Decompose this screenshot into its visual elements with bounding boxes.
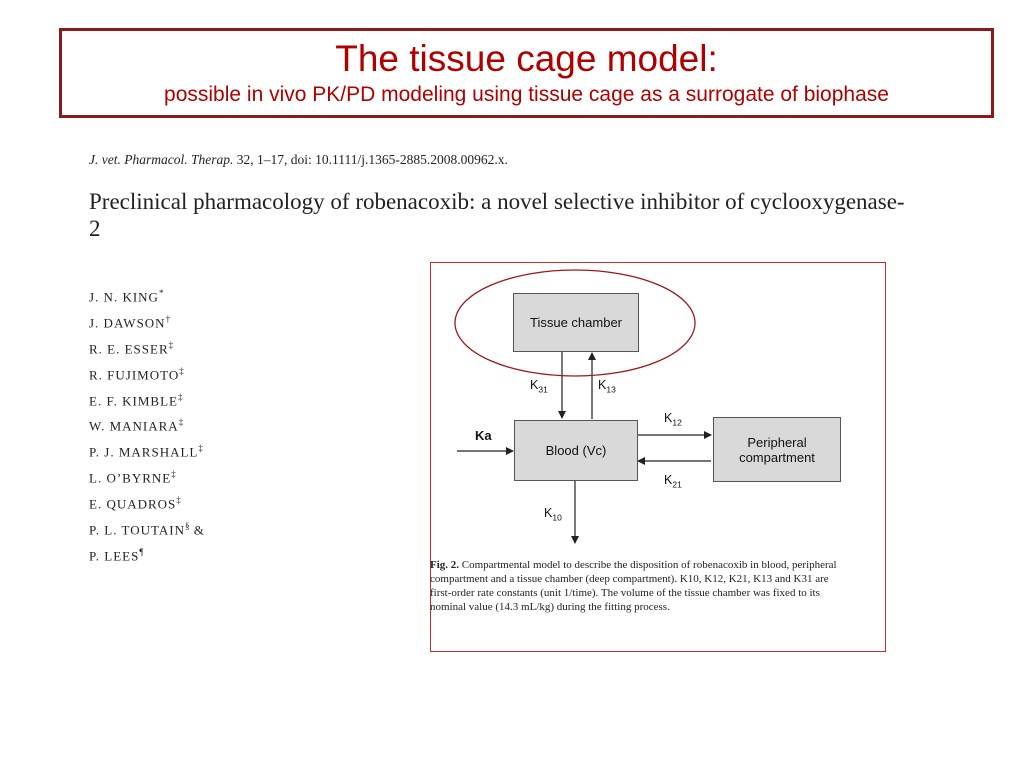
author-mark: † (165, 313, 171, 324)
author: J. DAWSON† (89, 309, 205, 335)
blood-node: Blood (Vc) (514, 420, 638, 481)
author-mark: ‡ (171, 469, 176, 480)
tissue-chamber-node: Tissue chamber (513, 293, 639, 352)
author-name: L. O’BYRNE (89, 470, 172, 486)
author-name: J. DAWSON (89, 315, 166, 331)
author-list: J. N. KING* J. DAWSON† R. E. ESSER‡ R. F… (89, 283, 205, 568)
peripheral-label: Peripheral compartment (739, 434, 815, 465)
compartment-model-figure: Tissue chamber Blood (Vc) Peripheral com… (430, 262, 886, 652)
author-name: P. LEES (89, 548, 140, 564)
journal-citation: J. vet. Pharmacol. Therap. 32, 1–17, doi… (89, 152, 508, 168)
author-mark: ¶ (139, 546, 144, 557)
author-mark: ‡ (198, 443, 203, 454)
caption-label: Fig. 2. (430, 559, 460, 571)
author: P. J. MARSHALL‡ (89, 438, 205, 464)
tissue-highlight-ellipse (454, 269, 696, 377)
slide-title: The tissue cage model: (335, 38, 718, 79)
author: R. E. ESSER‡ (89, 335, 205, 361)
author-mark: ‡ (179, 365, 184, 376)
author-name: R. FUJIMOTO (89, 367, 180, 382)
author-mark: ‡ (168, 339, 174, 350)
slide-title-box: The tissue cage model: possible in vivo … (59, 28, 994, 118)
author: L. O’BYRNE‡ (89, 464, 205, 490)
k10-label: K10 (544, 506, 562, 523)
author: E. QUADROS‡ (89, 490, 205, 516)
author-mark: § (184, 521, 190, 532)
blood-label: Blood (Vc) (545, 443, 607, 458)
author-name: E. F. KIMBLE (89, 392, 178, 408)
author-suffix: & (189, 522, 205, 538)
tissue-chamber-label: Tissue chamber (530, 315, 622, 330)
author: W. MANIARA‡ (89, 412, 205, 438)
author-name: W. MANIARA (89, 418, 179, 434)
author: E. F. KIMBLE‡ (89, 387, 205, 413)
author-name: J. N. KING (89, 289, 159, 305)
citation-details: 32, 1–17, doi: 10.1111/j.1365-2885.2008.… (236, 152, 508, 167)
slide-subtitle: possible in vivo PK/PD modeling using ti… (164, 83, 889, 106)
k31-label: K31 (530, 378, 548, 395)
paper-title: Preclinical pharmacology of robenacoxib:… (89, 189, 905, 241)
author-name: P. J. MARSHALL (89, 444, 199, 460)
author-name: P. L. TOUTAIN (89, 522, 185, 538)
author-name: E. QUADROS (89, 496, 177, 512)
figure-caption: Fig. 2. Compartmental model to describe … (430, 558, 848, 614)
ka-label: Ka (475, 428, 492, 443)
journal-name: J. vet. Pharmacol. Therap. (89, 152, 234, 167)
author-mark: * (158, 288, 164, 298)
author: P. LEES¶ (89, 542, 205, 568)
diagram-arrows (454, 269, 712, 544)
author-mark: ‡ (178, 417, 184, 428)
k21-label: K21 (664, 473, 682, 490)
author: J. N. KING* (89, 283, 205, 309)
caption-text: Compartmental model to describe the disp… (430, 559, 837, 613)
author: R. FUJIMOTO‡ (89, 361, 205, 387)
author-name: R. E. ESSER (89, 341, 169, 357)
author-mark: ‡ (176, 495, 181, 506)
author: P. L. TOUTAIN§ & (89, 516, 205, 542)
k12-label: K12 (664, 411, 682, 428)
k13-label: K13 (598, 378, 616, 395)
author-mark: ‡ (177, 391, 183, 402)
peripheral-node: Peripheral compartment (713, 417, 841, 482)
